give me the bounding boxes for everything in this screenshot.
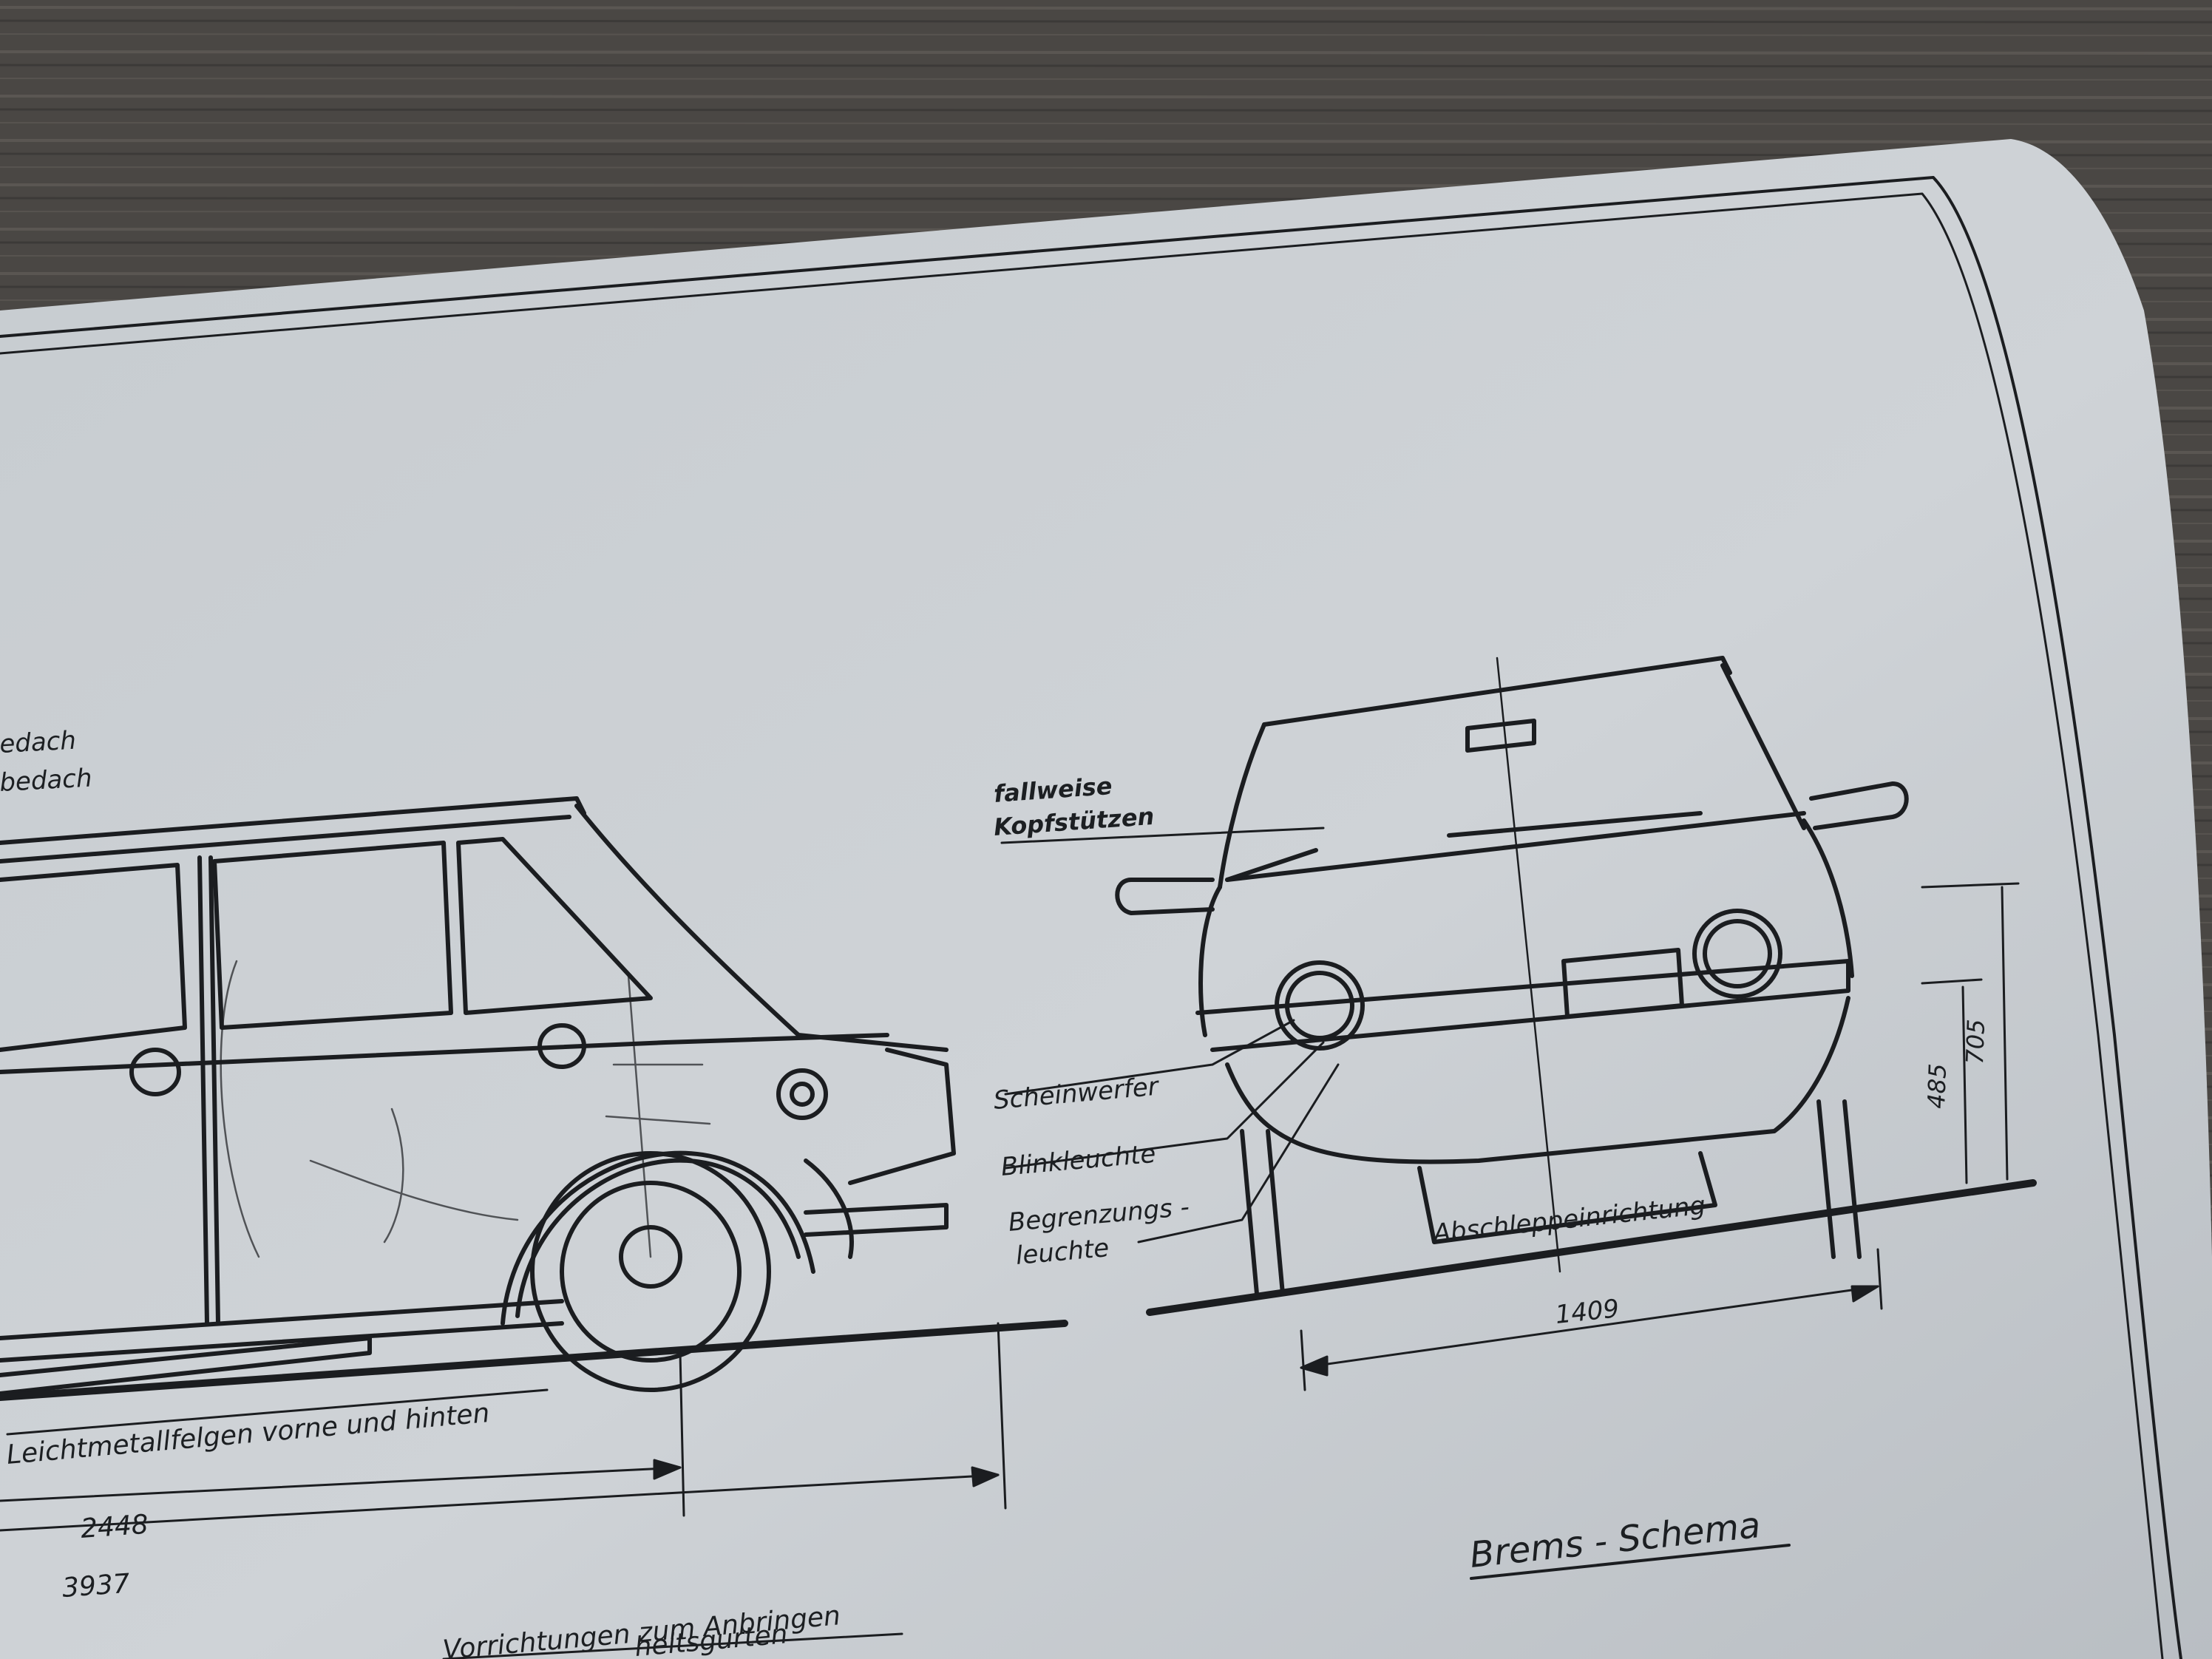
dim-track-width: 1409 (1554, 1294, 1621, 1330)
drawing-border (0, 176, 2182, 1659)
dim-wheelbase: 2448 (80, 1510, 149, 1544)
dim-length: 3937 (61, 1569, 131, 1604)
dimension-lines (0, 882, 2020, 1532)
drawing-border-inner (0, 192, 2164, 1659)
leader-lines (6, 827, 1340, 1659)
dim-height-lamp: 485 (1922, 1063, 1952, 1109)
paper-sheet (0, 139, 2212, 1659)
front-view-car (1115, 656, 2037, 1316)
label-roof-1: edach (0, 726, 77, 759)
title-underline (1470, 1544, 1791, 1580)
interior-ghost-lines (220, 960, 711, 1258)
label-roof-2: bedach (0, 763, 92, 797)
dim-height-upper: 705 (1961, 1019, 1990, 1065)
center-line (1496, 657, 1561, 1273)
side-view-car (0, 796, 1068, 1401)
